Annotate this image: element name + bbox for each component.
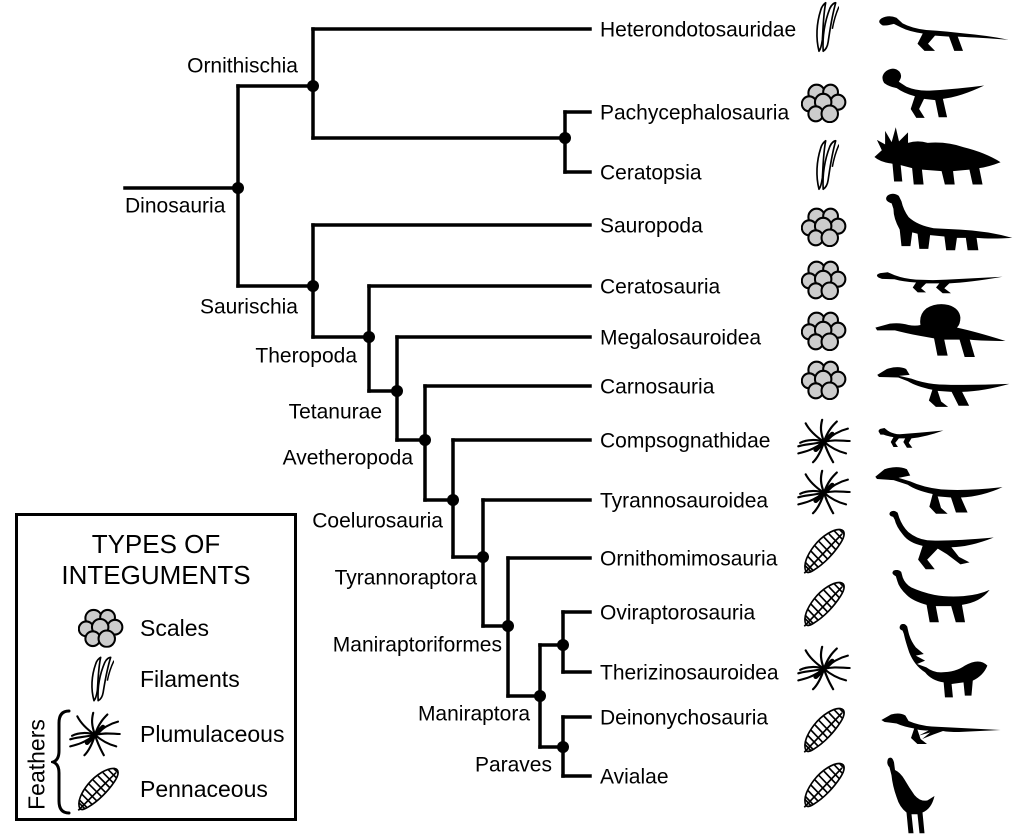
- oviraptorosaur-silhouette: [892, 570, 990, 623]
- pennaceous-icon: [803, 763, 847, 809]
- pennaceous-feather-icon: [75, 765, 121, 813]
- clade-label-dinosauria: Dinosauria: [125, 195, 226, 218]
- tree-node-dot: [559, 132, 571, 144]
- clade-label-maniraptora: Maniraptora: [418, 703, 530, 726]
- clade-label-paraves: Paraves: [475, 754, 552, 777]
- tree-node-dot: [419, 434, 431, 446]
- tip-label-megalosauroidea: Megalosauroidea: [600, 327, 761, 350]
- tip-label-compsognathidae: Compsognathidae: [600, 430, 770, 453]
- legend-label-scales: Scales: [140, 615, 210, 641]
- tip-label-tyrannosauroidea: Tyrannosauroidea: [600, 490, 768, 513]
- tip-label-avialae: Avialae: [600, 766, 669, 789]
- legend-label-plumulaceous: Plumulaceous: [140, 721, 285, 747]
- heterodontosaurid-silhouette: [879, 16, 1009, 51]
- tree-node-dot: [534, 690, 546, 702]
- clade-label-saurischia: Saurischia: [200, 296, 298, 319]
- tree-node-dot: [232, 182, 244, 194]
- tip-label-deinonychosauria: Deinonychosauria: [600, 707, 768, 730]
- legend-label-filaments: Filaments: [140, 666, 240, 692]
- filaments-icon: [84, 653, 114, 705]
- filaments-icon: [816, 1, 839, 53]
- tree-node-dot: [307, 280, 319, 292]
- therizinosaur-silhouette: [899, 624, 988, 698]
- plumulaceous-icon: [798, 420, 849, 462]
- clade-label-theropoda: Theropoda: [255, 345, 357, 368]
- tip-label-heterondotosauridae: Heterondotosauridae: [600, 19, 796, 42]
- feathers-group-label: Feathers: [23, 719, 50, 810]
- scales-icon: [801, 311, 847, 351]
- ceratosaur-silhouette: [876, 272, 1003, 294]
- legend-title: TYPES OF INTEGUMENTS: [18, 529, 294, 591]
- ceratopsian-silhouette: [874, 127, 1001, 185]
- tree-node-dot: [363, 331, 375, 343]
- compsognathid-silhouette: [878, 428, 944, 448]
- tree-node-dot: [502, 620, 514, 632]
- clade-label-tyrannoraptora: Tyrannoraptora: [335, 567, 478, 590]
- deinonychosaur-silhouette: [881, 713, 1001, 744]
- clade-label-tetanurae: Tetanurae: [289, 401, 382, 424]
- tree-node-dot: [307, 80, 319, 92]
- tip-label-ornithomimosauria: Ornithomimosauria: [600, 548, 778, 571]
- ornithomimid-silhouette: [889, 510, 994, 570]
- tip-label-pachycephalosauria: Pachycephalosauria: [600, 102, 789, 125]
- tip-label-ceratosauria: Ceratosauria: [600, 276, 721, 299]
- scales-icon: [801, 260, 847, 300]
- pachycephalosaur-silhouette: [882, 68, 985, 118]
- tip-label-sauropoda: Sauropoda: [600, 215, 703, 238]
- carnosaur-silhouette: [877, 367, 1010, 407]
- clade-label-ornithischia: Ornithischia: [187, 55, 298, 78]
- filaments-icon: [816, 139, 839, 191]
- tree-node-dot: [557, 741, 569, 753]
- feathers-brace: [51, 709, 71, 815]
- scales-icon: [801, 360, 847, 400]
- tip-label-carnosauria: Carnosauria: [600, 376, 715, 399]
- tree-node-dot: [447, 494, 459, 506]
- pennaceous-icon: [803, 582, 847, 628]
- plumulaceous-feather-icon: [68, 711, 122, 757]
- legend-label-pennaceous: Pennaceous: [140, 776, 268, 802]
- tree-layer: Dinosauria OrnithischiaSaurischiaTheropod…: [123, 1, 1013, 834]
- pennaceous-icon: [803, 529, 847, 575]
- avialan-silhouette: [887, 757, 935, 834]
- tyrannosaurid-silhouette: [875, 467, 1003, 514]
- sauropod-silhouette: [886, 193, 1013, 251]
- scales-icon: [801, 207, 847, 247]
- clade-label-avetheropoda: Avetheropoda: [283, 447, 414, 470]
- scales-icon: [78, 608, 124, 648]
- tip-label-oviraptorosauria: Oviraptorosauria: [600, 602, 756, 625]
- clade-label-coelurosauria: Coelurosauria: [312, 510, 443, 533]
- tip-label-ceratopsia: Ceratopsia: [600, 162, 702, 185]
- tree-node-dot: [391, 385, 403, 397]
- pennaceous-icon: [803, 708, 847, 754]
- plumulaceous-icon: [798, 471, 849, 513]
- legend-title-line1: TYPES OF: [91, 529, 221, 559]
- scales-icon: [801, 83, 847, 123]
- clade-label-maniraptoriformes: Maniraptoriformes: [333, 634, 502, 657]
- tree-node-dot: [477, 551, 489, 563]
- tip-label-therizinosauroidea: Therizinosauroidea: [600, 662, 779, 685]
- plumulaceous-icon: [798, 647, 849, 689]
- spinosaurid-silhouette: [875, 304, 1006, 357]
- tree-node-dot: [557, 639, 569, 651]
- legend-title-line2: INTEGUMENTS: [61, 560, 251, 590]
- legend-box: TYPES OF INTEGUMENTS Scales Filaments Pl…: [15, 513, 297, 821]
